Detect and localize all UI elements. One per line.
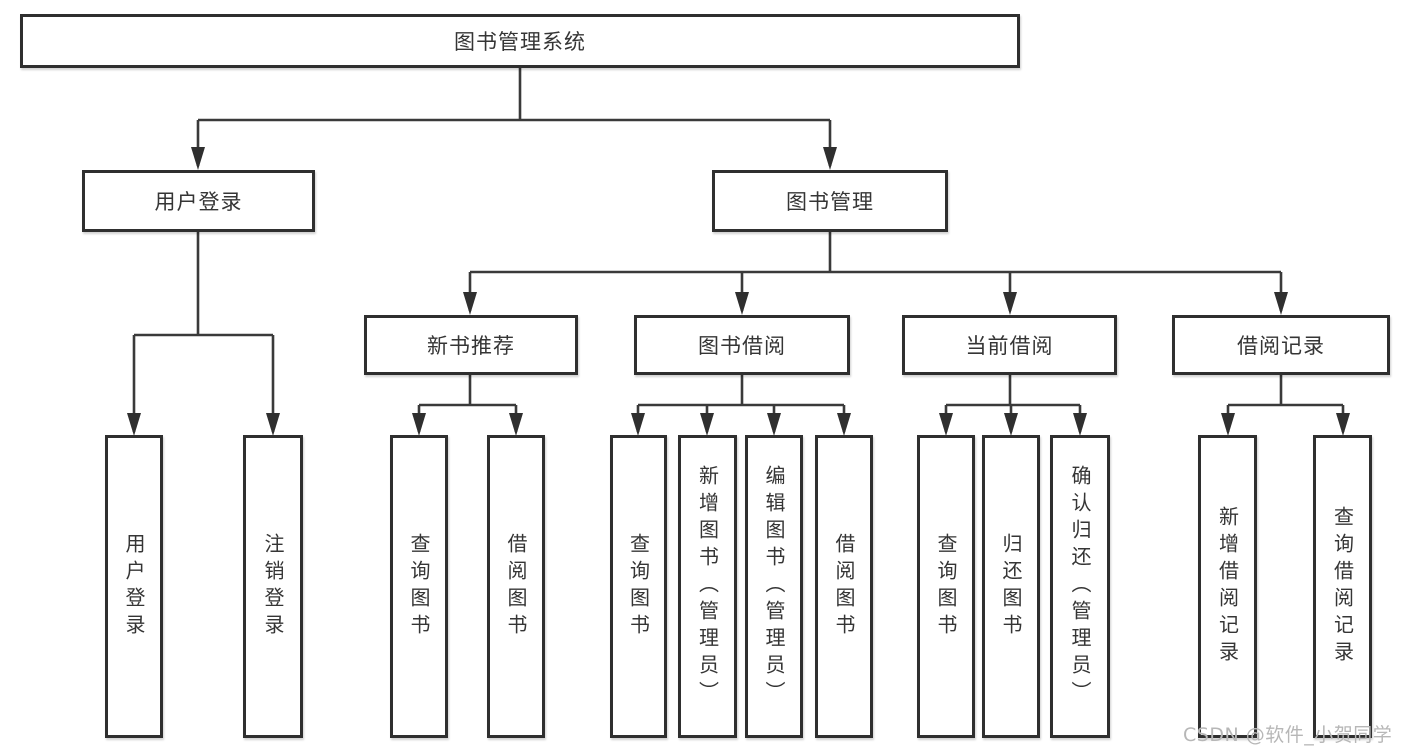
node-user-login: 用户登录 bbox=[82, 170, 315, 232]
leaf-logout: 注销登录 bbox=[243, 435, 303, 738]
leaf-query-borrow-record: 查询借阅记录 bbox=[1313, 435, 1372, 738]
leaf-add-book-admin: 新增图书（管理员） bbox=[678, 435, 737, 738]
leaf-edit-book-admin: 编辑图书（管理员） bbox=[745, 435, 803, 738]
leaf-borrow-book-recommend: 借阅图书 bbox=[487, 435, 545, 738]
leaf-user-login: 用户登录 bbox=[105, 435, 163, 738]
arrowheads bbox=[127, 147, 1350, 436]
node-new-book-recommendation: 新书推荐 bbox=[364, 315, 578, 375]
leaf-borrow-book: 借阅图书 bbox=[815, 435, 873, 738]
node-book-management: 图书管理 bbox=[712, 170, 948, 232]
node-book-borrowing: 图书借阅 bbox=[634, 315, 850, 375]
csdn-watermark: CSDN @软件_小贺同学 bbox=[1183, 724, 1393, 746]
node-borrowing-records: 借阅记录 bbox=[1172, 315, 1390, 375]
leaf-query-book-borrow: 查询图书 bbox=[610, 435, 667, 738]
leaf-add-borrow-record: 新增借阅记录 bbox=[1198, 435, 1257, 738]
node-current-borrowing: 当前借阅 bbox=[902, 315, 1117, 375]
leaf-confirm-return-admin: 确认归还（管理员） bbox=[1050, 435, 1110, 738]
leaf-query-book-current: 查询图书 bbox=[917, 435, 975, 738]
leaf-query-book-recommend: 查询图书 bbox=[390, 435, 448, 738]
leaf-return-book: 归还图书 bbox=[982, 435, 1040, 738]
node-library-management-system: 图书管理系统 bbox=[20, 14, 1020, 68]
